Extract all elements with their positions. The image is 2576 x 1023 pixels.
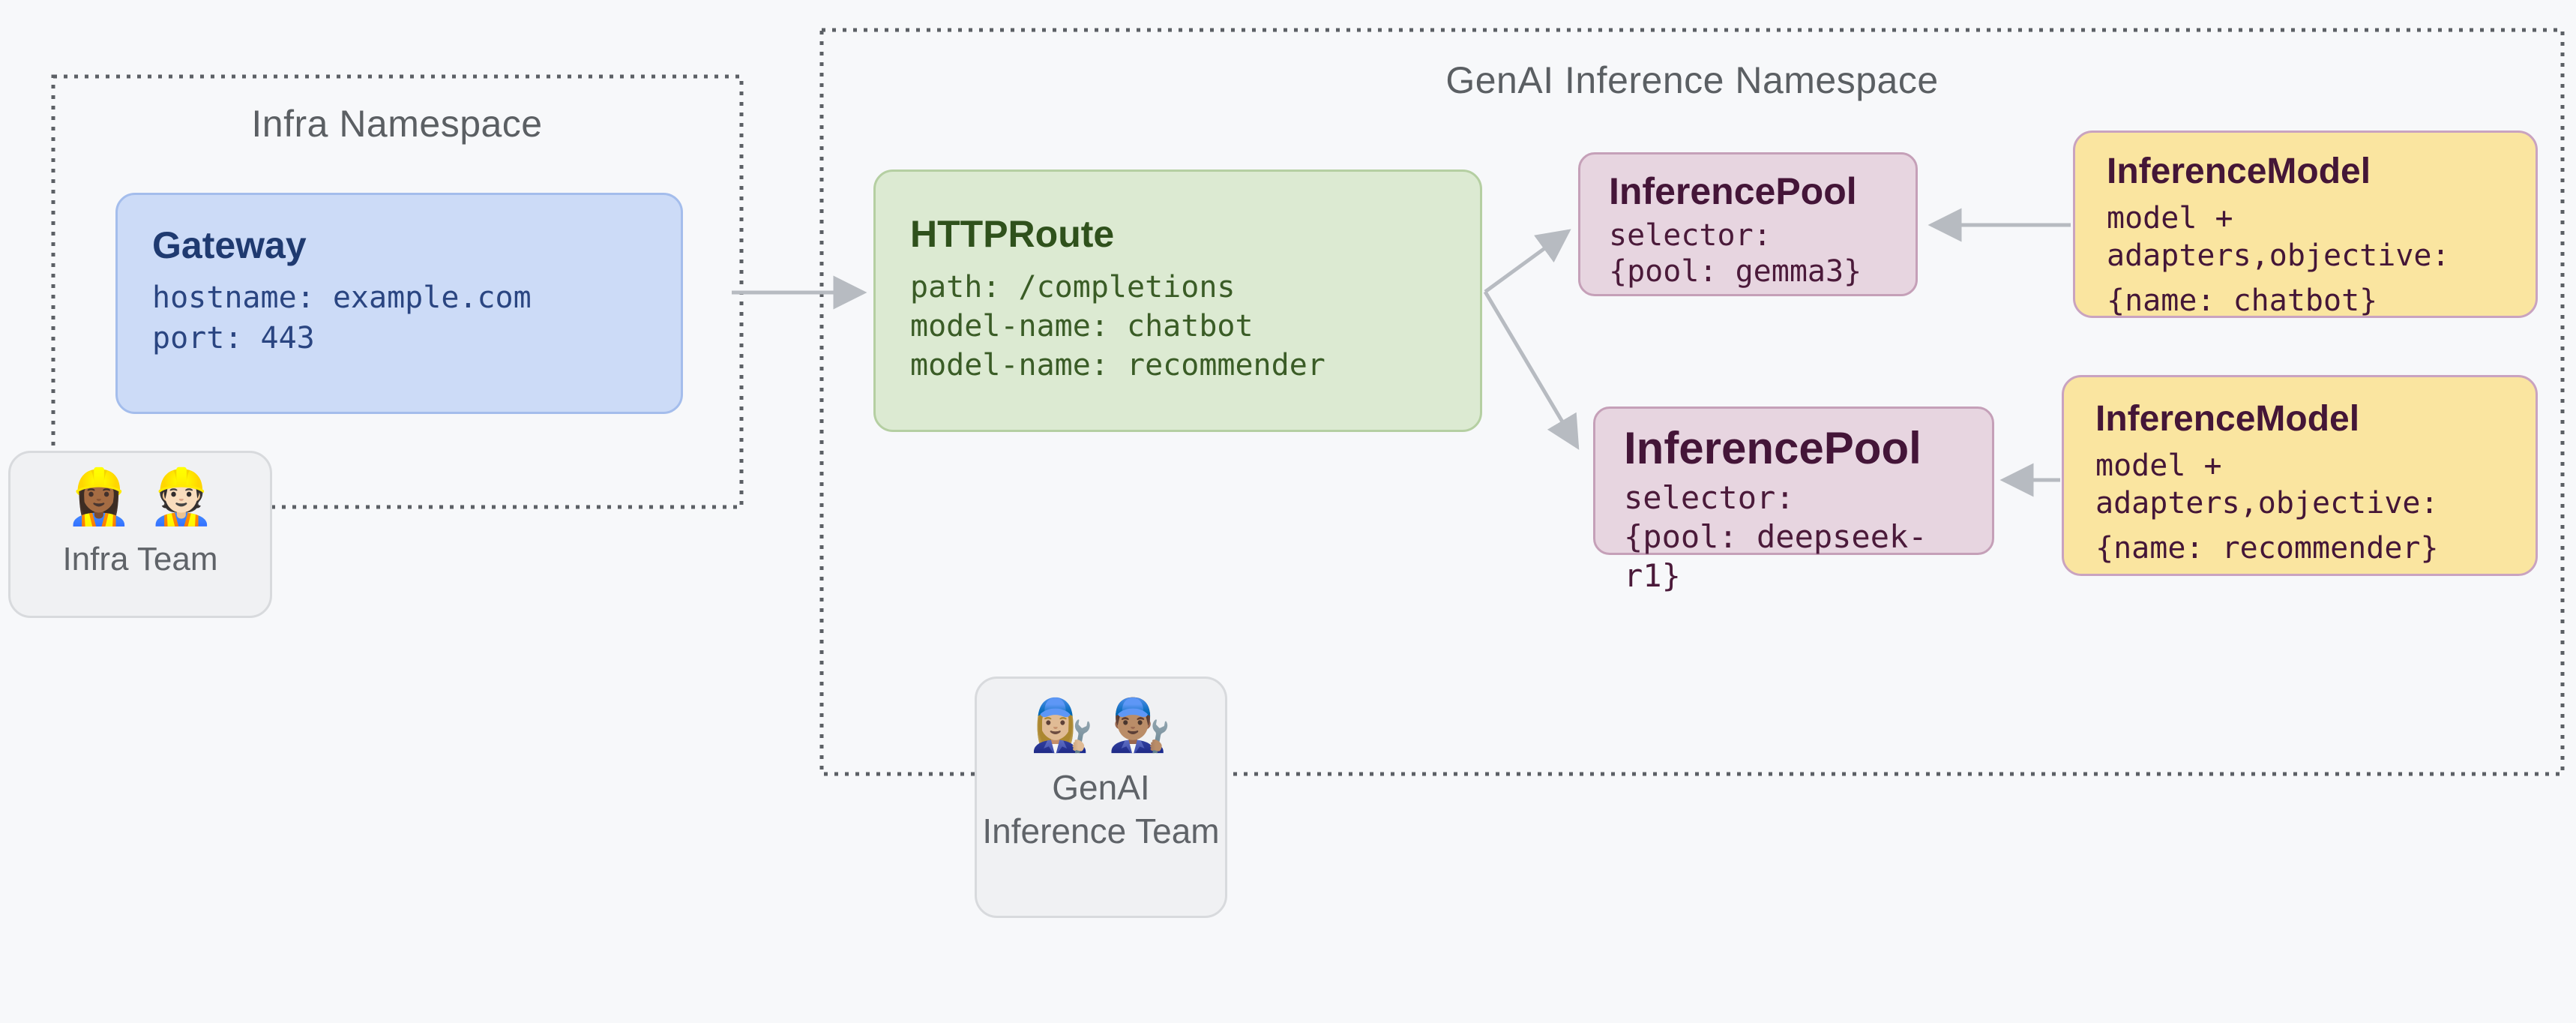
code-line: hostname: example.com: [152, 280, 532, 315]
construction-workers-emoji: 👷🏾‍♀️ 👷🏻: [65, 467, 215, 527]
inference-model-spec: model + adapters,objective: {name: chatb…: [2107, 200, 2504, 320]
inference-pool-gemma3-node: InferencePool selector: {pool: gemma3}: [1578, 152, 1918, 296]
inference-model-spec: model + adapters,objective: {name: recom…: [2095, 447, 2504, 567]
inference-model-title: InferenceModel: [2107, 152, 2371, 191]
infra-namespace-title: Infra Namespace: [251, 103, 543, 145]
httproute-title: HTTPRoute: [910, 213, 1115, 255]
code-line: {name: chatbot}: [2107, 284, 2378, 318]
infra-team-card: 👷🏾‍♀️ 👷🏻 Infra Team: [8, 451, 272, 618]
inference-pool-deepseek-node: InferencePool selector: {pool: deepseek-…: [1593, 406, 1994, 594]
code-line: {pool: deepseek-r1}: [1624, 518, 1928, 594]
gateway-node: Gateway hostname: example.com port: 443: [115, 193, 683, 414]
inference-model-recommender-node: InferenceModel model + adapters,objectiv…: [2062, 375, 2538, 576]
code-line: selector:: [1609, 218, 1772, 253]
genai-inference-team-label: GenAI Inference Team: [982, 768, 1220, 850]
code-line: model +: [2095, 448, 2222, 483]
code-line: adapters,objective:: [2107, 238, 2450, 273]
genai-inference-team-card: 👩🏼‍🔧 👨🏽‍🔧 GenAI Inference Team: [975, 676, 1227, 918]
code-line: port: 443: [152, 321, 315, 356]
gateway-title: Gateway: [152, 224, 307, 266]
code-line: model +: [2107, 201, 2233, 236]
arrow-httproute-to-pool1: [1484, 229, 1571, 294]
arrow-httproute-to-pool2: [1483, 290, 1580, 450]
code-line: adapters,objective:: [2095, 486, 2439, 520]
code-line: model-name: chatbot: [910, 309, 1254, 344]
infra-team-label: Infra Team: [62, 541, 218, 578]
code-line: path: /completions: [910, 270, 1236, 304]
inference-pool-spec: selector: {pool: deepseek-r1}: [1624, 478, 1963, 596]
code-line: {pool: gemma3}: [1609, 254, 1862, 289]
code-line: selector:: [1624, 479, 1795, 516]
code-line: {name: recommender}: [2095, 531, 2439, 566]
inference-pool-title: InferencePool: [1609, 170, 1857, 212]
mechanics-emoji: 👩🏼‍🔧 👨🏽‍🔧: [1030, 697, 1172, 754]
httproute-node: HTTPRoute path: /completions model-name:…: [873, 170, 1482, 432]
genai-namespace-title: GenAI Inference Namespace: [1445, 59, 1939, 101]
genai-namespace-border: [819, 28, 2565, 776]
inference-model-title: InferenceModel: [2095, 399, 2360, 439]
inference-pool-title: InferencePool: [1624, 423, 1922, 473]
inference-model-chatbot-node: InferenceModel model + adapters,objectiv…: [2073, 130, 2538, 318]
httproute-spec: path: /completions model-name: chatbot m…: [910, 268, 1445, 385]
code-line: model-name: recommender: [910, 348, 1325, 382]
inference-pool-spec: selector: {pool: gemma3}: [1609, 218, 1887, 290]
gateway-spec: hostname: example.com port: 443: [152, 278, 646, 358]
